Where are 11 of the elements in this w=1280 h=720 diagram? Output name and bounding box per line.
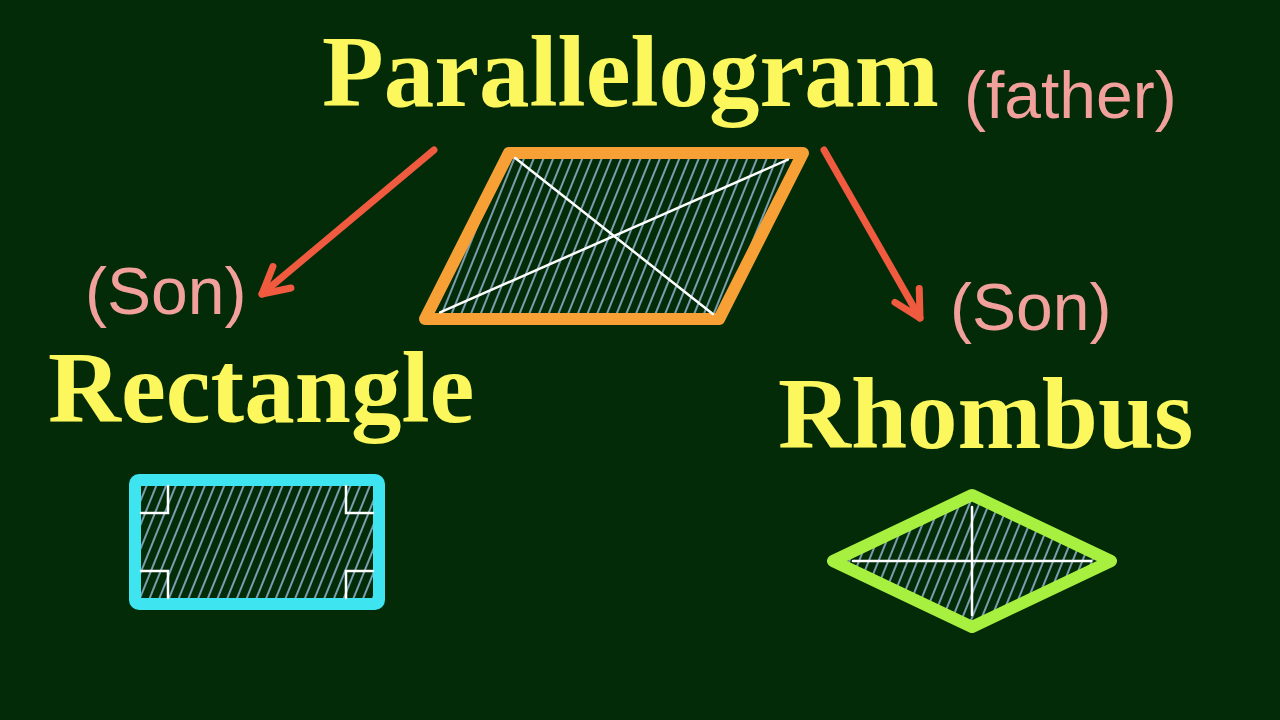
arrow [258, 146, 438, 298]
shape-name-text: Rectangle [48, 331, 475, 446]
arrow [820, 146, 924, 322]
shape-name-text: Parallelogram [322, 15, 939, 130]
relation-annotation: (Son) [85, 254, 247, 330]
parallelogram-drawing [418, 146, 810, 326]
rectangle-drawing [128, 473, 386, 611]
shape-name-text: Rhombus [778, 357, 1194, 472]
relation-annotation: (father) [964, 58, 1177, 134]
relation-annotation: (Son) [950, 270, 1112, 346]
rhombus-drawing [826, 488, 1118, 634]
